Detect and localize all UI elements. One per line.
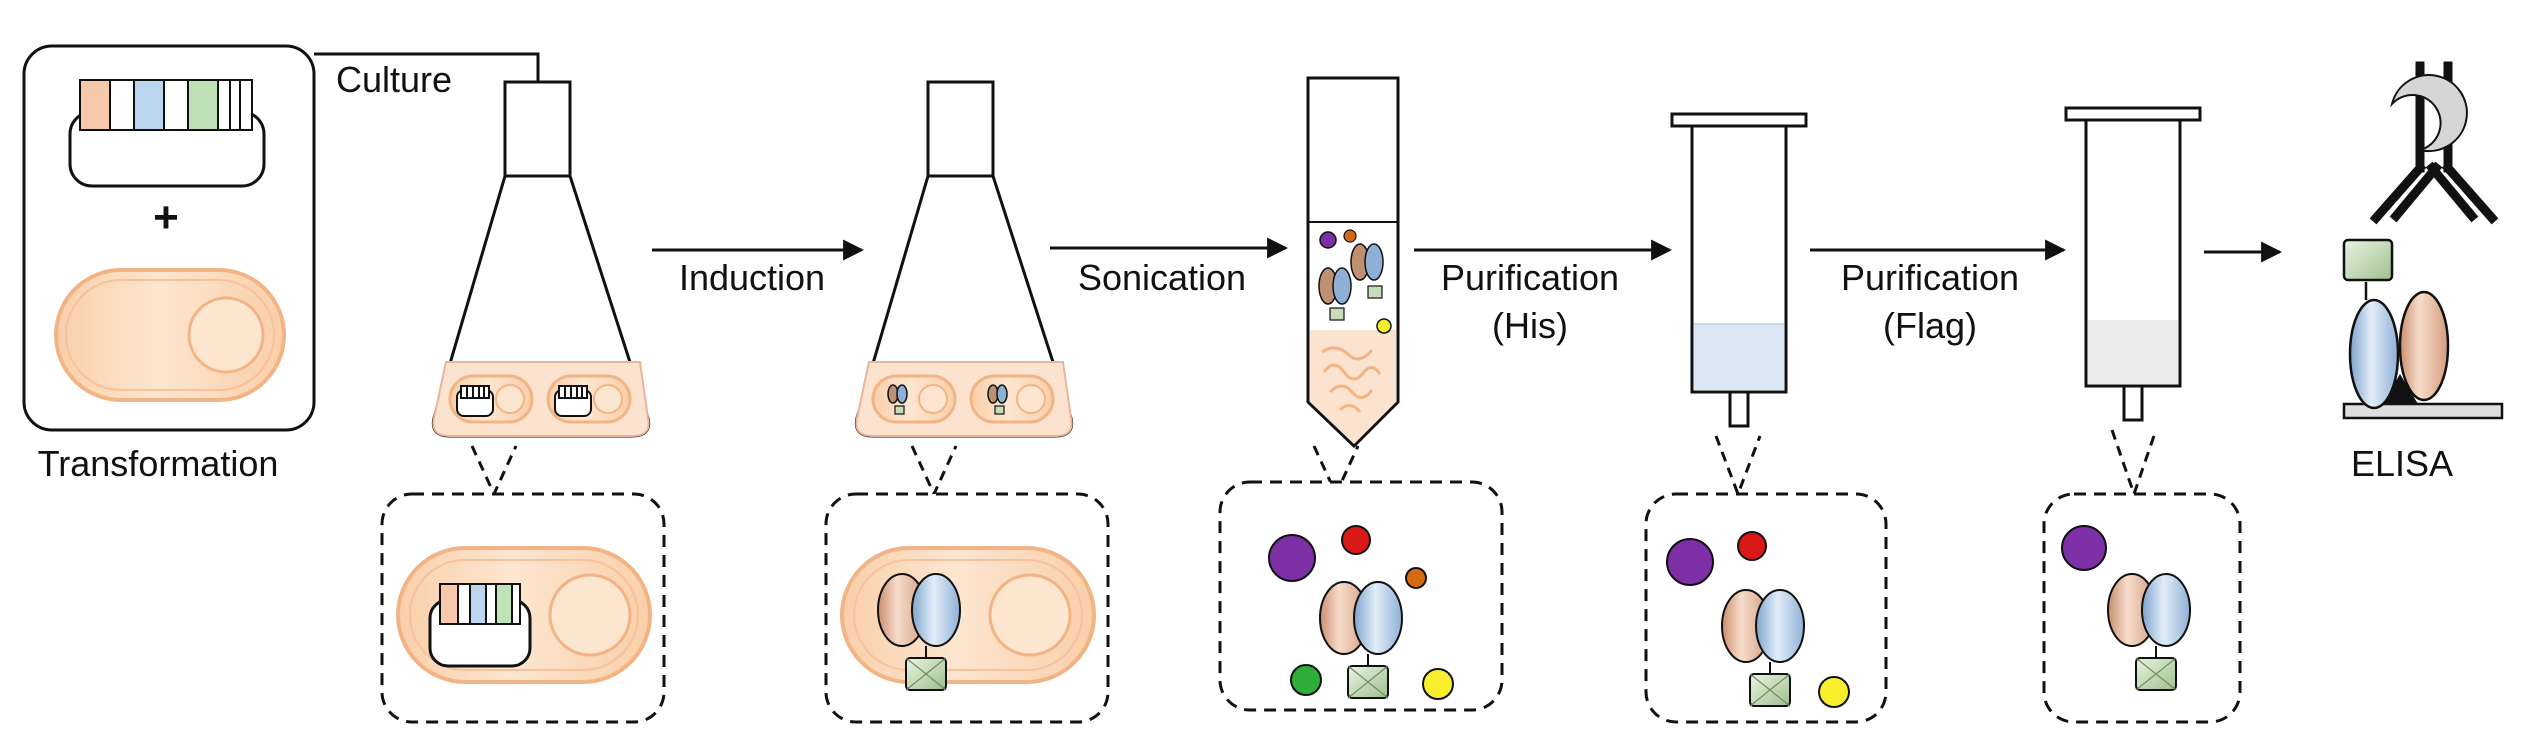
zoom-flag xyxy=(2042,429,2242,724)
yellow-contaminant xyxy=(1422,668,1454,700)
purple-contaminant xyxy=(1268,534,1316,582)
zoom-his xyxy=(1644,435,1888,724)
elisa-label: ELISA xyxy=(2351,443,2453,484)
brown-contaminant xyxy=(1405,567,1427,589)
zoom-culture xyxy=(380,445,666,724)
purification-his-label-1: Purification xyxy=(1441,257,1619,298)
sonication-label: Sonication xyxy=(1078,257,1246,298)
induction-label: Induction xyxy=(679,257,825,298)
flask-induction xyxy=(854,80,1074,438)
green-contaminant xyxy=(1290,664,1322,696)
capture-triangle xyxy=(2382,374,2418,404)
purple-contaminant xyxy=(1666,538,1714,586)
transformation-panel: + xyxy=(22,44,316,432)
purple-contaminant xyxy=(2061,525,2107,571)
column-his xyxy=(1670,112,1808,428)
plasmid-icon xyxy=(68,79,266,188)
red-contaminant xyxy=(1737,531,1767,561)
culture-label: Culture xyxy=(336,59,452,100)
tube-lysate xyxy=(1306,76,1400,449)
purification-his-label-2: (His) xyxy=(1492,305,1568,346)
flask-culture xyxy=(431,80,651,438)
zoom-sonication xyxy=(1218,445,1504,712)
red-contaminant xyxy=(1341,525,1371,555)
ecoli-cell xyxy=(54,268,286,402)
yellow-contaminant xyxy=(1818,676,1850,708)
purification-flag-label-1: Purification xyxy=(1841,257,2019,298)
zoom-induction xyxy=(824,445,1110,724)
transformation-label: Transformation xyxy=(38,443,279,484)
column-flag xyxy=(2064,106,2202,422)
elisa-assay xyxy=(2342,61,2504,420)
plasmid-zoom-icon xyxy=(428,583,532,668)
plus-sign: + xyxy=(153,193,179,242)
enzyme-crescent-icon xyxy=(2391,74,2468,153)
purification-flag-label-2: (Flag) xyxy=(1883,305,1977,346)
